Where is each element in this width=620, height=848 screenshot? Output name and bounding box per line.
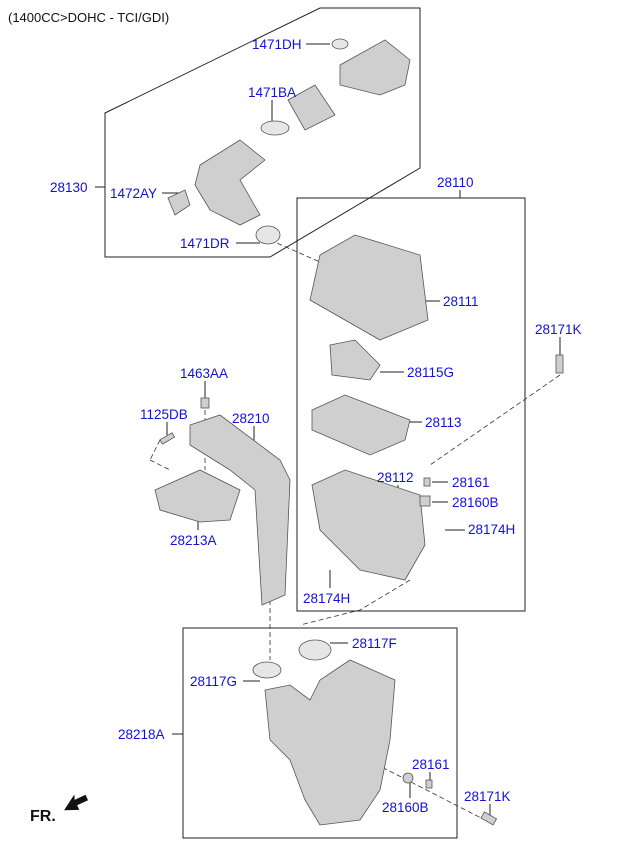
part-1471BA-sleeve	[287, 84, 336, 131]
label-28218A[interactable]: 28218A	[118, 727, 165, 742]
part-1463AA-clip	[200, 397, 210, 409]
label-28117G[interactable]: 28117G	[190, 674, 238, 689]
label-28111[interactable]: 28111	[443, 294, 479, 309]
label-1471DR[interactable]: 1471DR	[180, 236, 230, 251]
front-direction-label: FR.	[30, 808, 56, 825]
label-1463AA[interactable]: 1463AA	[180, 366, 229, 381]
part-28111-cover	[309, 234, 429, 341]
label-28174H-lower[interactable]: 28174H	[303, 591, 351, 606]
label-1471BA[interactable]: 1471BA	[248, 85, 297, 100]
part-28112-case	[311, 469, 426, 581]
group-28218A-outline	[182, 627, 458, 839]
part-28161	[423, 477, 431, 487]
label-28174H[interactable]: 28174H	[468, 522, 516, 537]
label-1471DH[interactable]: 1471DH	[252, 37, 302, 52]
part-resonator	[339, 39, 411, 96]
part-1471DR-clamp	[255, 225, 281, 245]
label-28110[interactable]: 28110	[437, 175, 474, 190]
part-28115G	[329, 339, 381, 381]
label-28171K[interactable]: 28171K	[535, 322, 582, 337]
label-28160B-lower[interactable]: 28160B	[382, 800, 429, 815]
front-arrow-icon	[64, 794, 89, 811]
label-28171K-lower[interactable]: 28171K	[464, 789, 511, 804]
label-28113[interactable]: 28113	[425, 415, 462, 430]
part-28130-hose	[194, 139, 266, 226]
group-28130-outline	[104, 7, 421, 258]
part-28160B-lower	[402, 772, 414, 784]
label-28210[interactable]: 28210	[232, 411, 270, 426]
group-28110-outline	[296, 197, 526, 612]
label-28117F[interactable]: 28117F	[352, 636, 397, 651]
part-28113-filter	[311, 394, 411, 456]
label-1125DB[interactable]: 1125DB	[140, 407, 188, 422]
part-28171K-lower	[480, 811, 498, 826]
label-1472AY[interactable]: 1472AY	[110, 186, 158, 201]
part-28213A	[154, 469, 241, 523]
label-28115G[interactable]: 28115G	[407, 365, 455, 380]
label-28112[interactable]: 28112	[377, 470, 414, 485]
label-28161[interactable]: 28161	[452, 475, 490, 490]
part-28117F	[298, 639, 332, 661]
part-1471DH-clamp	[331, 38, 349, 50]
part-28210-duct	[189, 414, 291, 606]
label-28160B[interactable]: 28160B	[452, 495, 499, 510]
part-1472AY	[167, 189, 191, 216]
part-1125DB-bolt	[159, 432, 176, 445]
part-28161-lower	[425, 779, 433, 789]
label-28130[interactable]: 28130	[50, 180, 88, 195]
part-28218A-resonator	[264, 659, 396, 826]
label-28213A[interactable]: 28213A	[170, 533, 217, 548]
engine-spec-title: (1400CC>DOHC - TCI/GDI)	[8, 10, 170, 25]
part-28117G	[252, 661, 282, 679]
part-1471BA-clamp	[260, 120, 290, 136]
part-28171K-upper	[555, 354, 564, 374]
label-28161-lower[interactable]: 28161	[412, 757, 450, 772]
part-28160B	[419, 495, 431, 507]
